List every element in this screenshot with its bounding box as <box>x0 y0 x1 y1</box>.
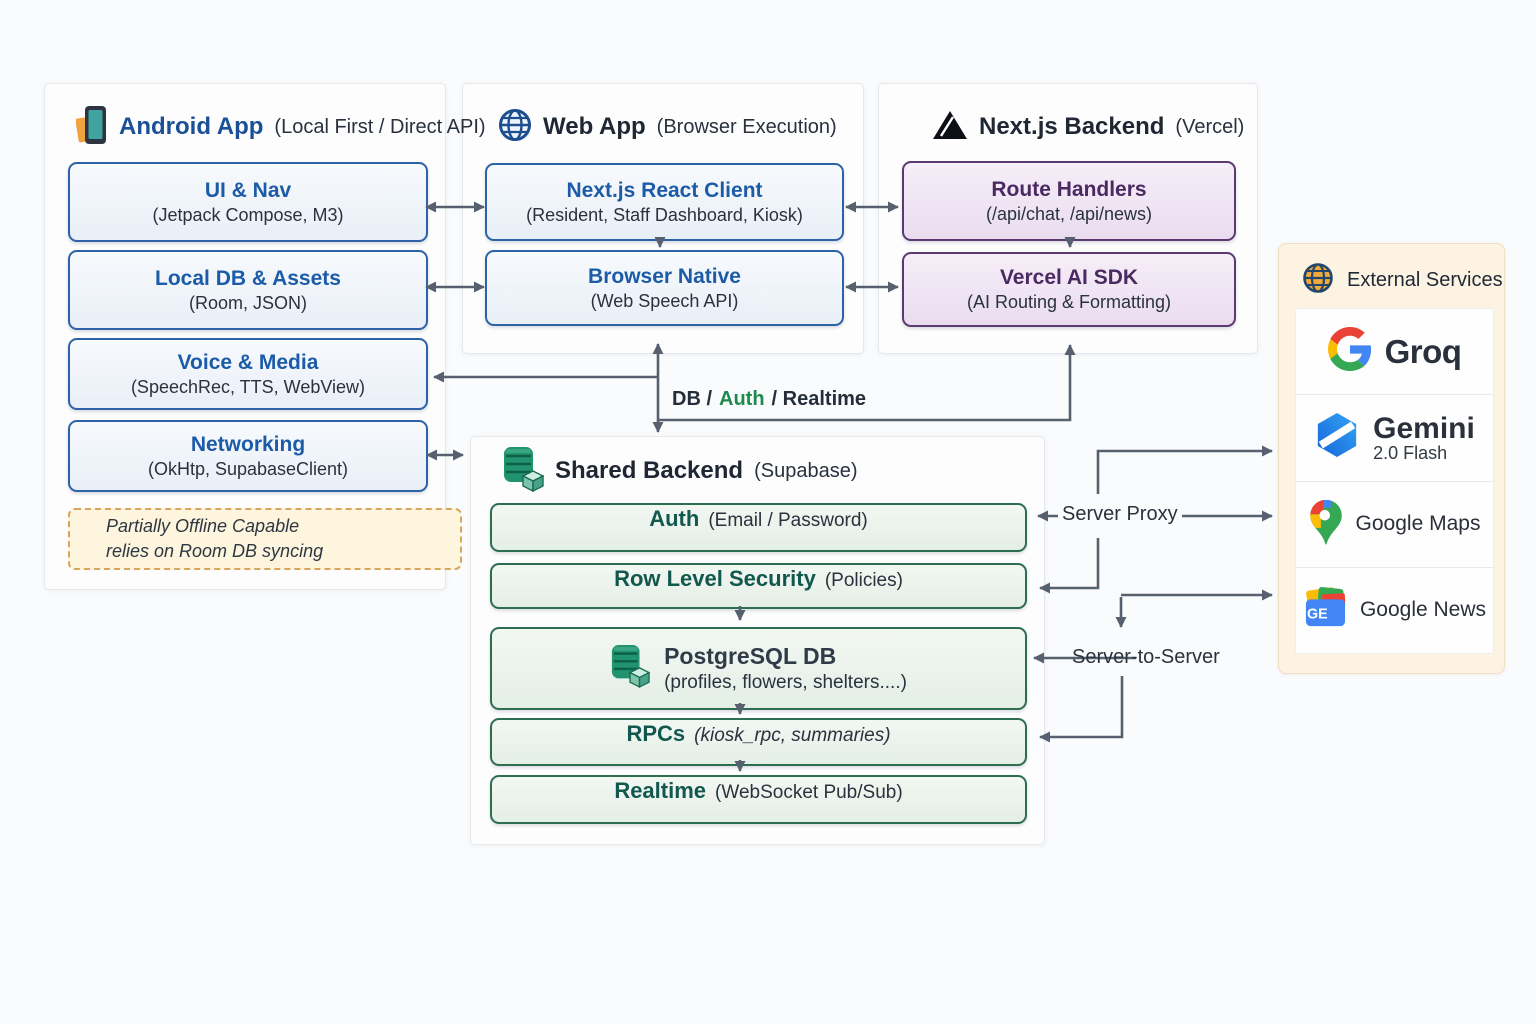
node-title: Local DB & Assets <box>155 266 341 290</box>
node-title: Realtime <box>614 778 707 803</box>
node-postgresql-db: PostgreSQL DB (profiles, flowers, shelte… <box>490 627 1027 710</box>
node-react-client: Next.js React Client (Resident, Staff Da… <box>485 163 844 241</box>
realtime-label-part: / Realtime <box>771 388 867 410</box>
node-title: PostgreSQL DB <box>664 643 837 670</box>
service-label: Google Maps <box>1355 512 1481 536</box>
supabase-title: Shared Backend <box>555 457 744 484</box>
node-subtitle: (kiosk_rpc, summaries) <box>694 725 891 746</box>
android-app-header: Android App (Local First / Direct API) <box>75 104 486 151</box>
node-browser-native: Browser Native (Web Speech API) <box>485 250 844 326</box>
shared-backend-header: Shared Backend (Supabase) <box>502 446 858 497</box>
node-subtitle: (SpeechRec, TTS, WebView) <box>130 376 366 397</box>
google-maps-pin-icon <box>1309 499 1343 550</box>
service-label: Groq <box>1384 332 1462 370</box>
server-to-server-label: Server-to-Server <box>1072 646 1220 668</box>
node-title: Route Handlers <box>991 177 1147 201</box>
android-subtitle: (Local First / Direct API) <box>274 115 486 138</box>
gemini-hexagon-icon <box>1309 411 1366 464</box>
node-title: Row Level Security <box>614 566 816 591</box>
offline-note: Partially Offline Capable relies on Room… <box>68 508 462 570</box>
external-title: External Services <box>1347 268 1503 291</box>
note-line-1: Partially Offline Capable <box>106 515 300 536</box>
service-google-news: GE Google News <box>1296 568 1493 653</box>
nextjs-backend-header: Next.js Backend (Vercel) <box>932 104 1244 150</box>
server-proxy-label: Server Proxy <box>1062 503 1178 525</box>
wire-proxy-rls <box>1039 538 1100 594</box>
node-title: UI & Nav <box>204 178 292 202</box>
node-subtitle: (Jetpack Compose, M3) <box>152 204 344 225</box>
node-local-db: Local DB & Assets (Room, JSON) <box>68 250 428 330</box>
service-label: Gemini <box>1373 411 1475 445</box>
auth-label-part: Auth <box>719 388 765 410</box>
node-ui-nav: UI & Nav (Jetpack Compose, M3) <box>68 162 428 242</box>
node-subtitle: (WebSocket Pub/Sub) <box>715 782 903 803</box>
android-phone-icon <box>75 104 108 151</box>
node-networking: Networking (OkHtp, SupabaseClient) <box>68 420 428 492</box>
node-subtitle: (Policies) <box>824 570 903 591</box>
node-title: Next.js React Client <box>566 178 763 202</box>
node-row-level-security: Row Level Security (Policies) <box>490 563 1027 609</box>
node-title: RPCs <box>626 721 686 746</box>
node-subtitle: (Web Speech API) <box>590 290 739 311</box>
node-subtitle: (Resident, Staff Dashboard, Kiosk) <box>526 204 803 225</box>
web-app-header: Web App (Browser Execution) <box>498 104 837 150</box>
node-realtime: Realtime (WebSocket Pub/Sub) <box>490 775 1027 824</box>
service-sublabel: 2.0 Flash <box>1373 443 1448 464</box>
node-title: Vercel AI SDK <box>999 266 1139 290</box>
web-subtitle: (Browser Execution) <box>656 115 837 138</box>
node-rpcs: RPCs (kiosk_rpc, summaries) <box>490 718 1027 766</box>
node-vercel-ai-sdk: Vercel AI SDK (AI Routing & Formatting) <box>902 252 1236 327</box>
supabase-database-icon <box>502 446 545 497</box>
node-title: Voice & Media <box>177 350 319 374</box>
node-subtitle: (OkHtp, SupabaseClient) <box>147 458 349 479</box>
node-title: Auth <box>649 506 700 531</box>
backend-title: Next.js Backend <box>979 113 1165 140</box>
service-groq: Groq <box>1296 309 1493 396</box>
android-title: Android App <box>119 113 264 140</box>
service-label: Google News <box>1359 598 1487 622</box>
node-title: Networking <box>190 432 306 456</box>
service-google-maps: Google Maps <box>1296 482 1493 568</box>
external-services-header: External Services <box>1302 258 1503 302</box>
node-title: Browser Native <box>588 264 741 288</box>
supabase-subtitle: (Supabase) <box>754 459 858 482</box>
db-auth-realtime-label: DB / Auth / Realtime <box>672 388 866 411</box>
node-subtitle: (Email / Password) <box>708 510 868 531</box>
node-voice-media: Voice & Media (SpeechRec, TTS, WebView) <box>68 338 428 410</box>
node-subtitle: (profiles, flowers, shelters....) <box>664 672 907 693</box>
external-globe-icon <box>1302 262 1334 299</box>
backend-subtitle: (Vercel) <box>1175 115 1245 138</box>
node-subtitle: (/api/chat, /api/news) <box>985 203 1153 224</box>
node-subtitle: (Room, JSON) <box>188 292 307 313</box>
google-news-icon: GE <box>1303 586 1347 634</box>
globe-icon <box>498 108 532 147</box>
vercel-triangle-icon <box>932 109 968 146</box>
service-gemini: Gemini 2.0 Flash <box>1296 395 1493 482</box>
node-subtitle: (AI Routing & Formatting) <box>966 292 1172 313</box>
note-line-2: relies on Room DB syncing <box>106 541 324 561</box>
db-label-part: DB / <box>672 388 712 410</box>
wire-proxy-gemini <box>1096 445 1273 494</box>
postgres-database-icon <box>610 642 651 696</box>
node-route-handlers: Route Handlers (/api/chat, /api/news) <box>902 161 1236 241</box>
google-g-icon <box>1327 327 1372 376</box>
web-title: Web App <box>543 113 646 140</box>
svg-text:GE: GE <box>1307 606 1328 622</box>
external-services-panel: Groq Gemini 2.0 Flash <box>1295 308 1494 654</box>
node-auth: Auth (Email / Password) <box>490 503 1027 552</box>
wire-s2s-rpcs <box>1039 676 1124 743</box>
